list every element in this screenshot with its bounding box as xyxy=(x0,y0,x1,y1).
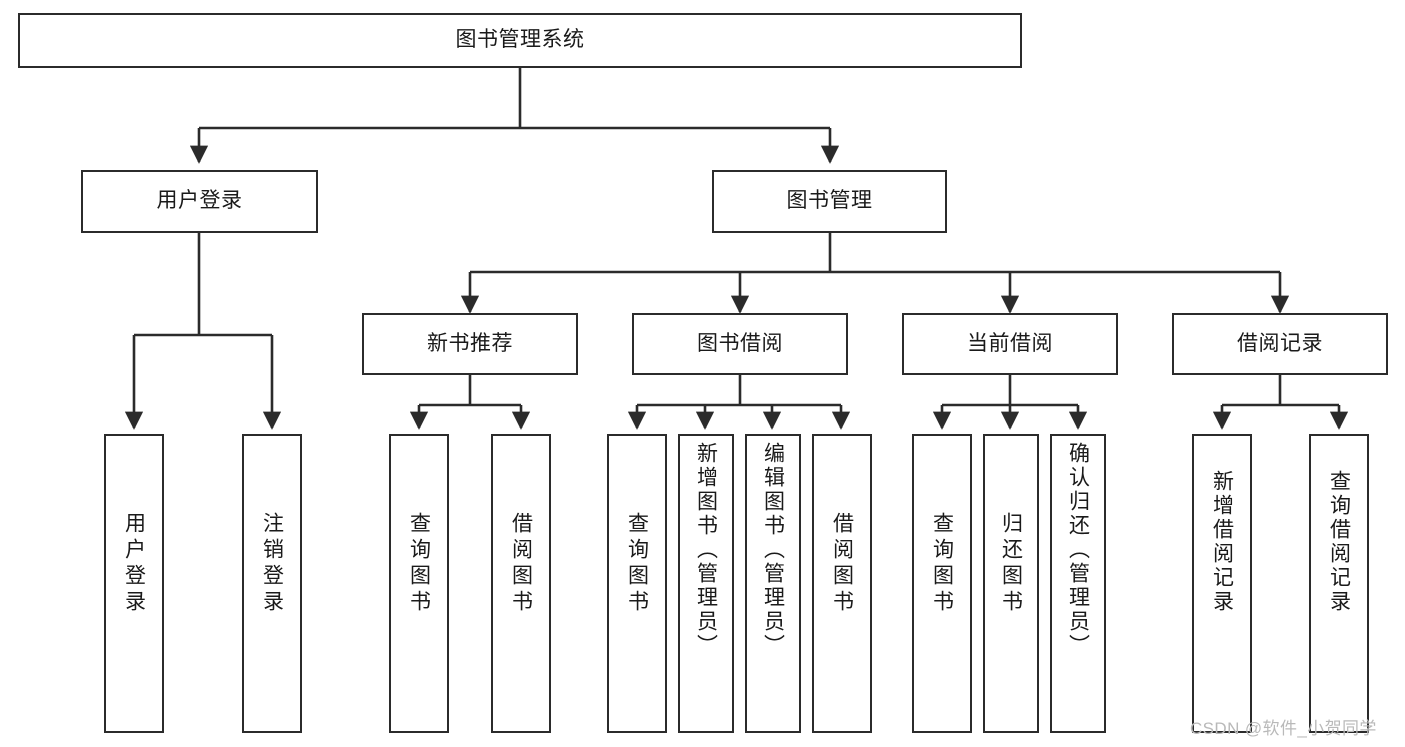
leaf-return-book-label: 归还图书 xyxy=(999,512,1023,616)
leaf-add-record[interactable]: 新增借阅记录 xyxy=(1192,434,1252,733)
node-user-login-label: 用户登录 xyxy=(156,189,243,213)
node-borrow-record-label: 借阅记录 xyxy=(1237,331,1323,355)
leaf-confirm-return-label: 确认归还（管理员） xyxy=(1066,442,1090,658)
node-book-manage[interactable]: 图书管理 xyxy=(712,170,947,233)
node-book-borrow-label: 图书借阅 xyxy=(697,331,783,355)
node-book-borrow[interactable]: 图书借阅 xyxy=(632,313,848,375)
leaf-borrow-book-2-label: 借阅图书 xyxy=(830,512,854,616)
leaf-confirm-return[interactable]: 确认归还（管理员） xyxy=(1050,434,1106,733)
node-current-borrow-label: 当前借阅 xyxy=(967,331,1053,355)
leaf-user-logout[interactable]: 注销登录 xyxy=(242,434,302,733)
node-new-book-rec-label: 新书推荐 xyxy=(427,331,513,355)
leaf-borrow-book-1-label: 借阅图书 xyxy=(509,512,533,616)
node-borrow-record[interactable]: 借阅记录 xyxy=(1172,313,1388,375)
leaf-add-book-label: 新增图书（管理员） xyxy=(694,442,718,658)
leaf-edit-book[interactable]: 编辑图书（管理员） xyxy=(745,434,801,733)
watermark: CSDN @软件_小贺同学 xyxy=(1190,719,1377,738)
leaf-query-book-2[interactable]: 查询图书 xyxy=(607,434,667,733)
leaf-borrow-book-1[interactable]: 借阅图书 xyxy=(491,434,551,733)
leaf-user-logout-label: 注销登录 xyxy=(260,512,284,616)
leaf-edit-book-label: 编辑图书（管理员） xyxy=(761,442,785,658)
node-root-label: 图书管理系统 xyxy=(455,28,585,52)
leaf-user-login-label: 用户登录 xyxy=(122,512,146,616)
node-book-manage-label: 图书管理 xyxy=(786,189,873,213)
leaf-return-book[interactable]: 归还图书 xyxy=(983,434,1039,733)
leaf-query-record-label: 查询借阅记录 xyxy=(1327,470,1351,614)
leaf-borrow-book-2[interactable]: 借阅图书 xyxy=(812,434,872,733)
leaf-add-record-label: 新增借阅记录 xyxy=(1210,470,1234,614)
node-user-login[interactable]: 用户登录 xyxy=(81,170,318,233)
node-root[interactable]: 图书管理系统 xyxy=(18,13,1022,68)
leaf-query-record[interactable]: 查询借阅记录 xyxy=(1309,434,1369,733)
leaf-query-book-3[interactable]: 查询图书 xyxy=(912,434,972,733)
leaf-query-book-2-label: 查询图书 xyxy=(625,512,649,616)
node-current-borrow[interactable]: 当前借阅 xyxy=(902,313,1118,375)
leaf-user-login[interactable]: 用户登录 xyxy=(104,434,164,733)
leaf-query-book-3-label: 查询图书 xyxy=(930,512,954,616)
leaf-query-book-1-label: 查询图书 xyxy=(407,512,431,616)
leaf-query-book-1[interactable]: 查询图书 xyxy=(389,434,449,733)
node-new-book-rec[interactable]: 新书推荐 xyxy=(362,313,578,375)
leaf-add-book[interactable]: 新增图书（管理员） xyxy=(678,434,734,733)
